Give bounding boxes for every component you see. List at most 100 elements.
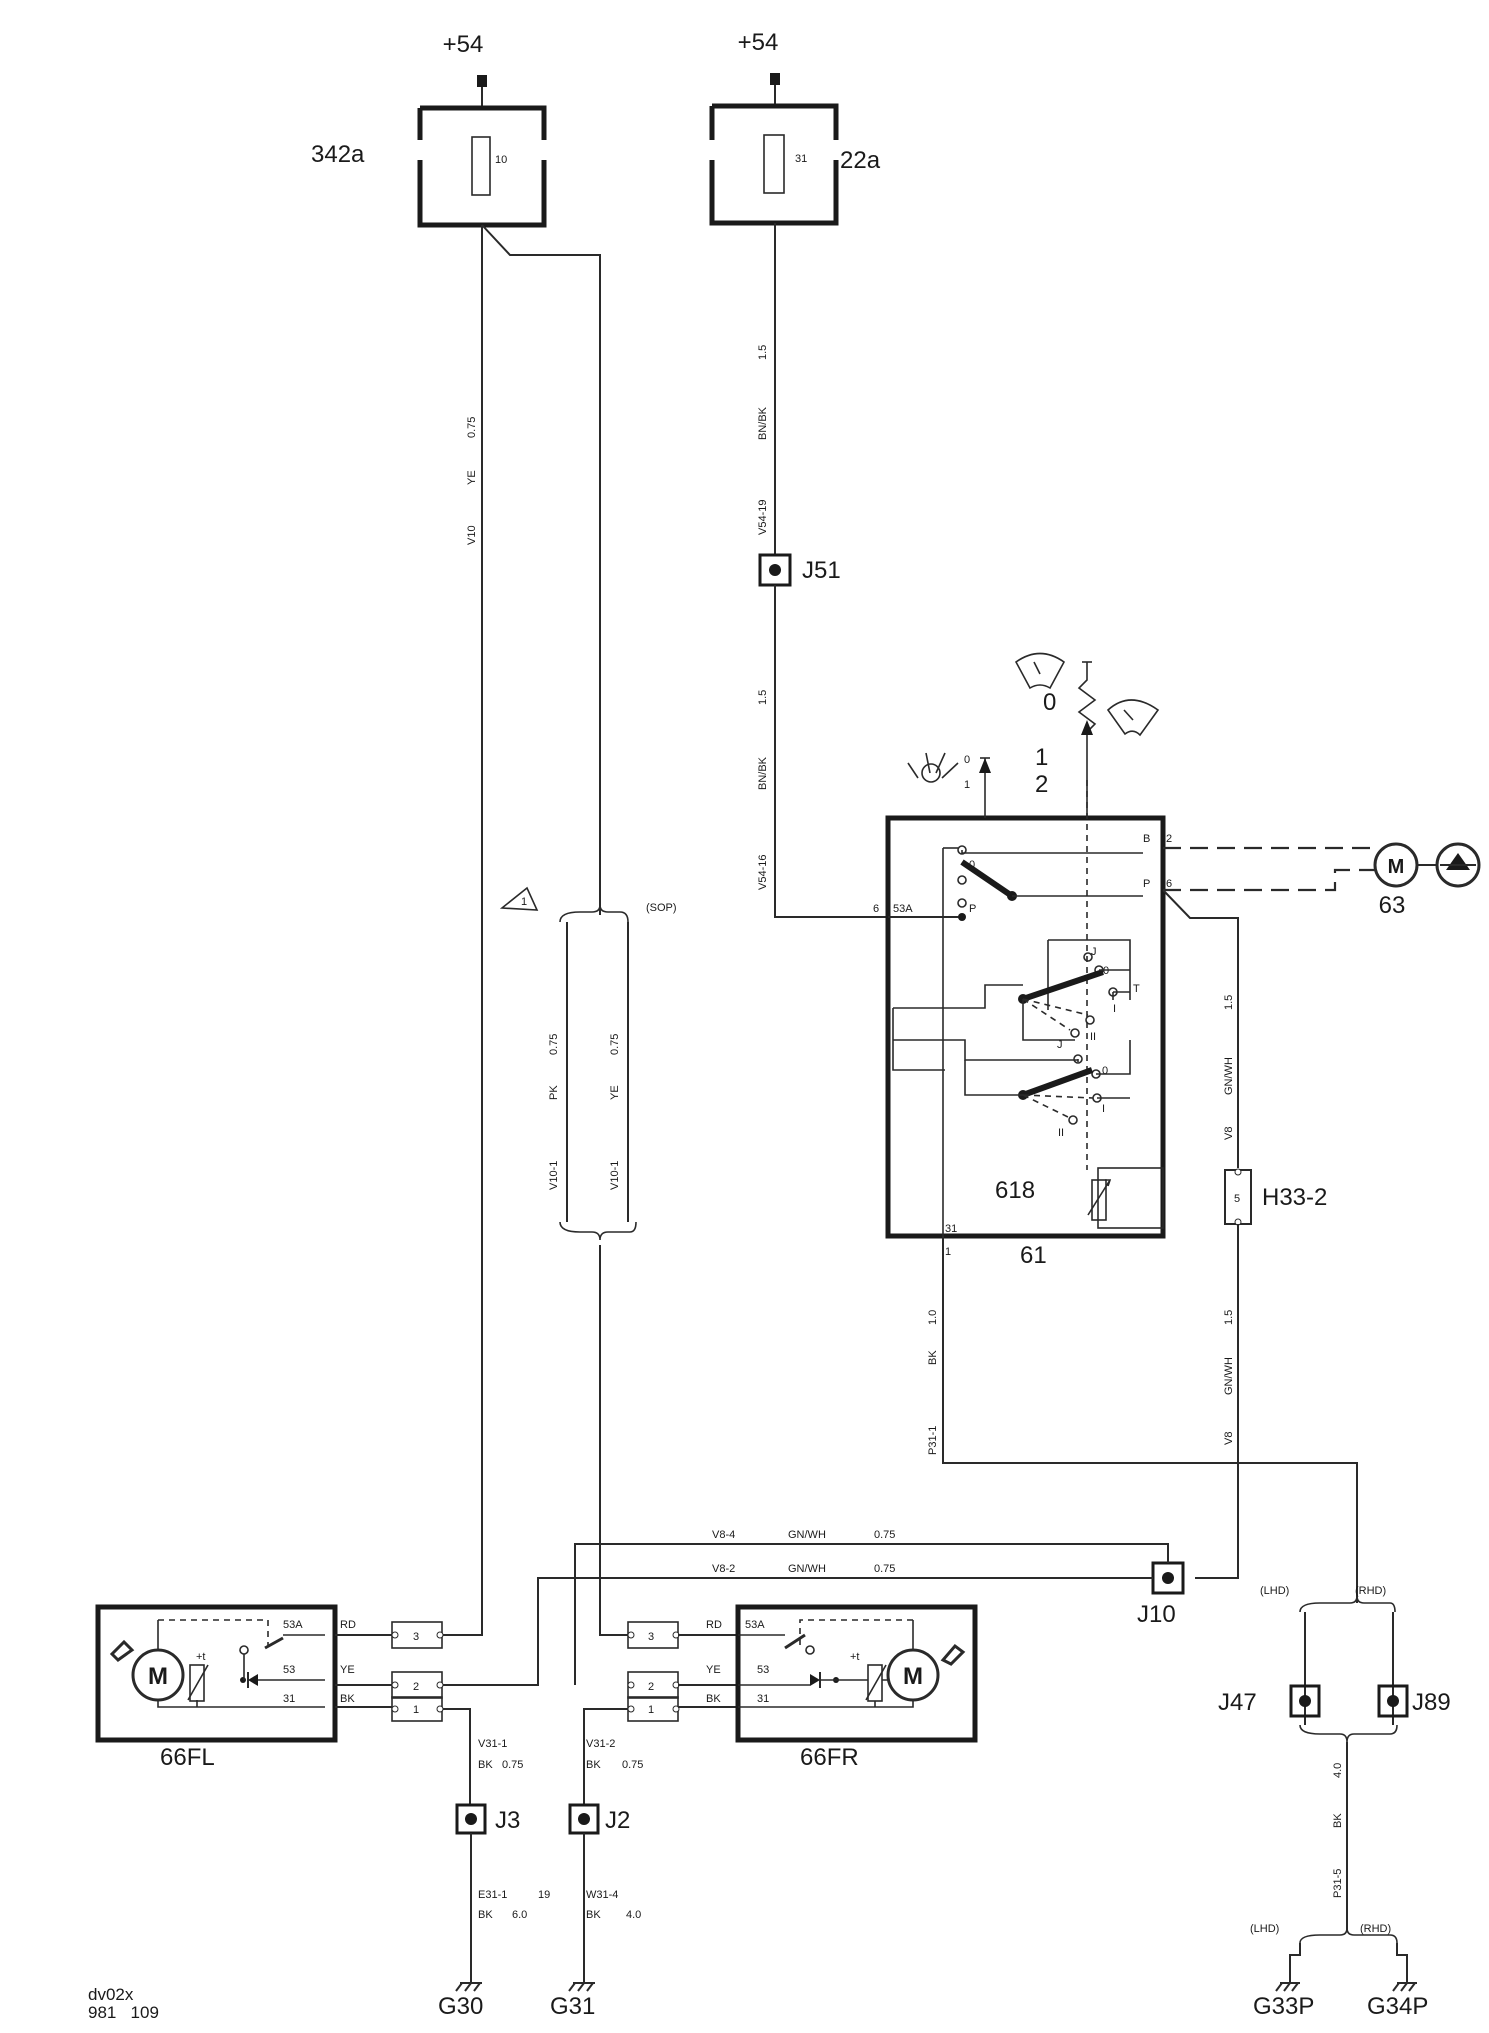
- svg-text:0.75: 0.75: [502, 1759, 523, 1771]
- svg-text:1: 1: [521, 896, 527, 908]
- fuse-symbol-right: [763, 134, 785, 194]
- svg-text:2: 2: [1035, 771, 1048, 798]
- svg-text:V8: V8: [1223, 1432, 1235, 1445]
- svg-text:3: 3: [648, 1631, 654, 1643]
- svg-text:J: J: [1091, 946, 1097, 958]
- svg-text:4.0: 4.0: [626, 1909, 641, 1921]
- switch-618-label: 618: [995, 1177, 1035, 1204]
- svg-text:G34P: G34P: [1367, 1993, 1428, 2020]
- svg-text:6: 6: [1166, 878, 1172, 890]
- svg-text:M: M: [148, 1663, 168, 1690]
- fuse-box-label-left: 342a: [311, 141, 365, 168]
- svg-text:J: J: [1057, 1039, 1063, 1051]
- svg-text:0: 0: [969, 859, 975, 871]
- svg-text:(RHD): (RHD): [1355, 1585, 1386, 1597]
- svg-text:V54-16: V54-16: [757, 855, 769, 890]
- wire-v10-1-to-66fr: [599, 1245, 628, 1636]
- svg-text:31: 31: [945, 1223, 957, 1235]
- svg-text:P31-1: P31-1: [927, 1426, 939, 1455]
- sop-label: (SOP): [646, 902, 677, 914]
- wire-v8-upper: 1.5 GN/WH V8: [1162, 889, 1239, 1168]
- svg-text:0: 0: [1043, 689, 1056, 716]
- pump-icon: [1435, 842, 1481, 888]
- svg-text:GN/WH: GN/WH: [1223, 1057, 1235, 1095]
- link-to-motor-63: [1163, 846, 1375, 892]
- svg-text:31: 31: [283, 1693, 295, 1705]
- svg-text:1: 1: [413, 1704, 419, 1716]
- svg-text:YE: YE: [466, 470, 478, 485]
- switch-61: 61 618 B 2 P 6 6 53A 31 1 0 P: [873, 780, 1172, 1269]
- wiper-motor-66fl: M +t 53A 53 31 66FL: [95, 1604, 338, 1771]
- svg-text:BK: BK: [927, 1350, 939, 1365]
- svg-text:M: M: [1388, 856, 1405, 878]
- svg-text:53A: 53A: [283, 1619, 303, 1631]
- motor-63-label: 63: [1379, 892, 1406, 919]
- wire-v54-19: V54-19 BN/BK 1.5: [757, 223, 776, 555]
- svg-text:RD: RD: [706, 1619, 722, 1631]
- svg-text:J10: J10: [1137, 1601, 1176, 1628]
- svg-text:BK: BK: [706, 1693, 721, 1705]
- svg-text:1: 1: [648, 1704, 654, 1716]
- junction-j51: J51: [758, 553, 841, 587]
- svg-text:BN/BK: BN/BK: [757, 756, 769, 790]
- svg-text:0: 0: [964, 754, 970, 766]
- svg-text:E31-1: E31-1: [478, 1889, 507, 1901]
- note-triangle: 1: [499, 886, 539, 911]
- svg-text:(LHD): (LHD): [1250, 1923, 1279, 1935]
- svg-text:RD: RD: [340, 1619, 356, 1631]
- svg-text:BK: BK: [586, 1909, 601, 1921]
- svg-text:GN/WH: GN/WH: [788, 1529, 826, 1541]
- svg-text:II: II: [1090, 1031, 1096, 1043]
- svg-text:BK: BK: [1332, 1813, 1344, 1828]
- svg-text:V31-1: V31-1: [478, 1738, 507, 1750]
- svg-text:W31-4: W31-4: [586, 1889, 618, 1901]
- svg-text:V8: V8: [1223, 1127, 1235, 1140]
- svg-text:YE: YE: [340, 1664, 355, 1676]
- svg-text:3: 3: [413, 1631, 419, 1643]
- svg-text:2: 2: [648, 1681, 654, 1693]
- svg-text:+t: +t: [850, 1651, 859, 1663]
- svg-text:2: 2: [1166, 833, 1172, 845]
- svg-text:53: 53: [757, 1664, 769, 1676]
- svg-text:53A: 53A: [745, 1619, 765, 1631]
- svg-text:I: I: [1102, 1103, 1105, 1115]
- svg-text:0: 0: [1103, 965, 1109, 977]
- svg-text:BK: BK: [478, 1759, 493, 1771]
- svg-text:1.5: 1.5: [1223, 1310, 1235, 1325]
- svg-text:II: II: [1058, 1127, 1064, 1139]
- svg-text:0.75: 0.75: [622, 1759, 643, 1771]
- svg-text:PK: PK: [548, 1085, 560, 1100]
- junction-j10: J10: [1137, 1561, 1185, 1628]
- svg-text:19: 19: [538, 1889, 550, 1901]
- supply-terminal-left: [477, 75, 487, 87]
- wiper-66fl-label: 66FL: [160, 1744, 215, 1771]
- svg-text:0.75: 0.75: [609, 1034, 621, 1055]
- svg-text:YE: YE: [706, 1664, 721, 1676]
- svg-text:V10: V10: [466, 525, 478, 545]
- svg-text:1: 1: [1035, 744, 1048, 771]
- svg-text:V10-1: V10-1: [609, 1161, 621, 1190]
- svg-text:5: 5: [1234, 1193, 1240, 1205]
- svg-text:P: P: [969, 903, 976, 915]
- svg-text:6: 6: [873, 903, 879, 915]
- svg-text:GN/WH: GN/WH: [788, 1563, 826, 1575]
- wiper-motor-66fr: 53A 53 31 +t M 66FR: [735, 1604, 978, 1771]
- wire-v10: V10 YE 0.75: [443, 224, 601, 1636]
- plug-66fr: 3 2 1 RD YE BK: [627, 1619, 738, 1722]
- wiper-park-icon: [921, 763, 941, 783]
- fuse-number-left: 10: [495, 154, 507, 166]
- svg-text:P: P: [1143, 878, 1150, 890]
- supply-left: +54: [443, 31, 487, 108]
- svg-text:2: 2: [413, 1681, 419, 1693]
- wiper-66fr-label: 66FR: [800, 1744, 859, 1771]
- fuse-number-right: 31: [795, 153, 807, 165]
- ground-branch-g31: V31-2 BK 0.75 J2 W31-4 BK 4.0 G31: [550, 1708, 643, 2020]
- supply-label-right: +54: [738, 29, 779, 56]
- svg-text:0.75: 0.75: [548, 1034, 560, 1055]
- svg-text:V8-4: V8-4: [712, 1529, 735, 1541]
- ground-branch-right: (LHD) (RHD) J47 J89 4.0 BK P31-5 (LHD) (…: [1218, 1585, 1451, 2020]
- svg-text:G33P: G33P: [1253, 1993, 1314, 2020]
- svg-text:J89: J89: [1412, 1689, 1451, 1716]
- svg-text:1: 1: [945, 1246, 951, 1258]
